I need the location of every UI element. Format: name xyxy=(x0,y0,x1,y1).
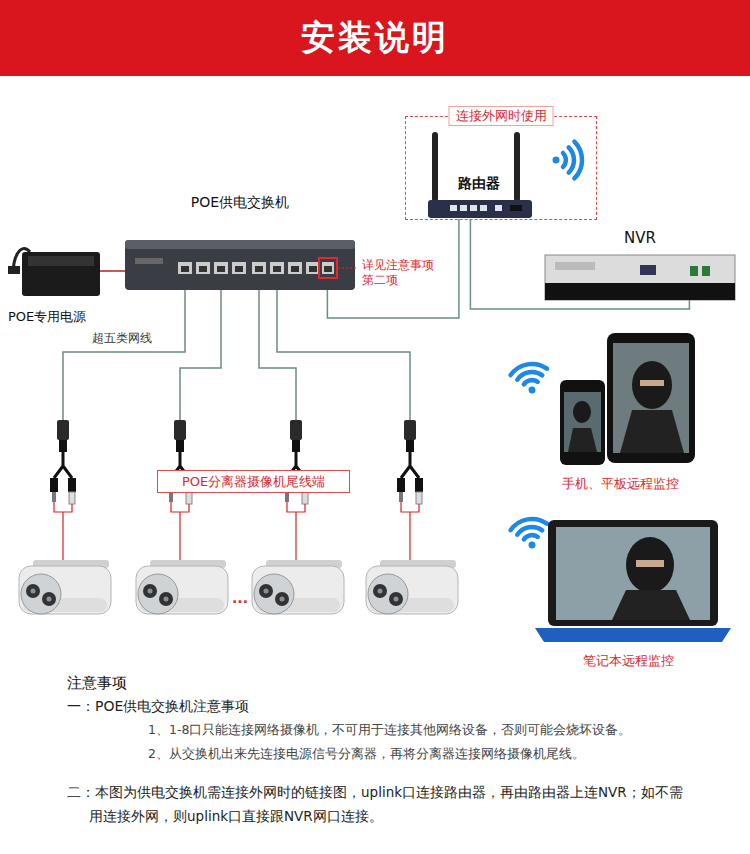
device-caption: 手机、平板远程监控 xyxy=(562,475,679,493)
page-title: 安装说明 xyxy=(0,0,750,76)
ip-camera xyxy=(366,560,458,614)
nvr-picture xyxy=(545,255,735,300)
device-caption: 笔记本远程监控 xyxy=(583,652,674,670)
laptop-picture xyxy=(535,520,731,642)
callout-leader xyxy=(338,268,357,269)
node-label: 路由器 xyxy=(421,175,536,193)
phone-tablet-picture xyxy=(560,333,695,465)
network-cables xyxy=(63,290,410,420)
ip-camera xyxy=(136,560,228,614)
cable-label: 超五类网线 xyxy=(92,331,152,346)
power-adapter-picture xyxy=(8,248,100,296)
callout-note: 详见注意事项 第二项 xyxy=(362,258,436,288)
poe-splitter xyxy=(397,420,423,562)
poe-splitter xyxy=(50,420,76,562)
wifi-icon xyxy=(509,361,550,396)
dashed-region: 连接外网时使用路由器 xyxy=(405,116,597,220)
note-item: 二：本图为供电交换机需连接外网时的链接图，uplink口连接路由器，再由路由器上… xyxy=(67,780,692,828)
cable-connector xyxy=(470,219,689,309)
node-label: 连接外网时使用 xyxy=(449,106,554,126)
wifi-icon xyxy=(509,516,550,551)
cable-connector xyxy=(100,270,125,272)
note-item: 1、1-8口只能连接网络摄像机，不可用于连接其他网络设备，否则可能会烧坏设备。 xyxy=(148,722,631,739)
notes-subheading: 一：POE供电交换机注意事项 xyxy=(67,698,249,716)
switch-node: POE供电交换机 xyxy=(125,240,355,290)
node-label: POE分离器摄像机尾线端 xyxy=(182,473,325,490)
splitter-label-box: POE分离器摄像机尾线端 xyxy=(157,470,350,493)
wifi-icon xyxy=(553,142,583,179)
node-label: POE专用电源 xyxy=(8,308,86,326)
power-node: POE专用电源 xyxy=(22,252,100,296)
nvr-node: NVR xyxy=(545,255,735,300)
title-banner xyxy=(0,0,750,76)
ellipsis-mark: ... xyxy=(232,590,248,606)
notes-heading: 注意事项 xyxy=(67,674,127,693)
ip-camera xyxy=(19,560,111,614)
cable-connector xyxy=(327,219,459,318)
poe-switch-picture xyxy=(125,240,355,290)
ip-camera xyxy=(252,560,344,614)
node-label: NVR xyxy=(545,229,735,247)
note-item: 2、从交换机出来先连接电源信号分离器，再将分离器连接网络摄像机尾线。 xyxy=(148,746,585,763)
node-label: POE供电交换机 xyxy=(105,194,375,212)
router-node: 路由器 xyxy=(421,131,536,219)
